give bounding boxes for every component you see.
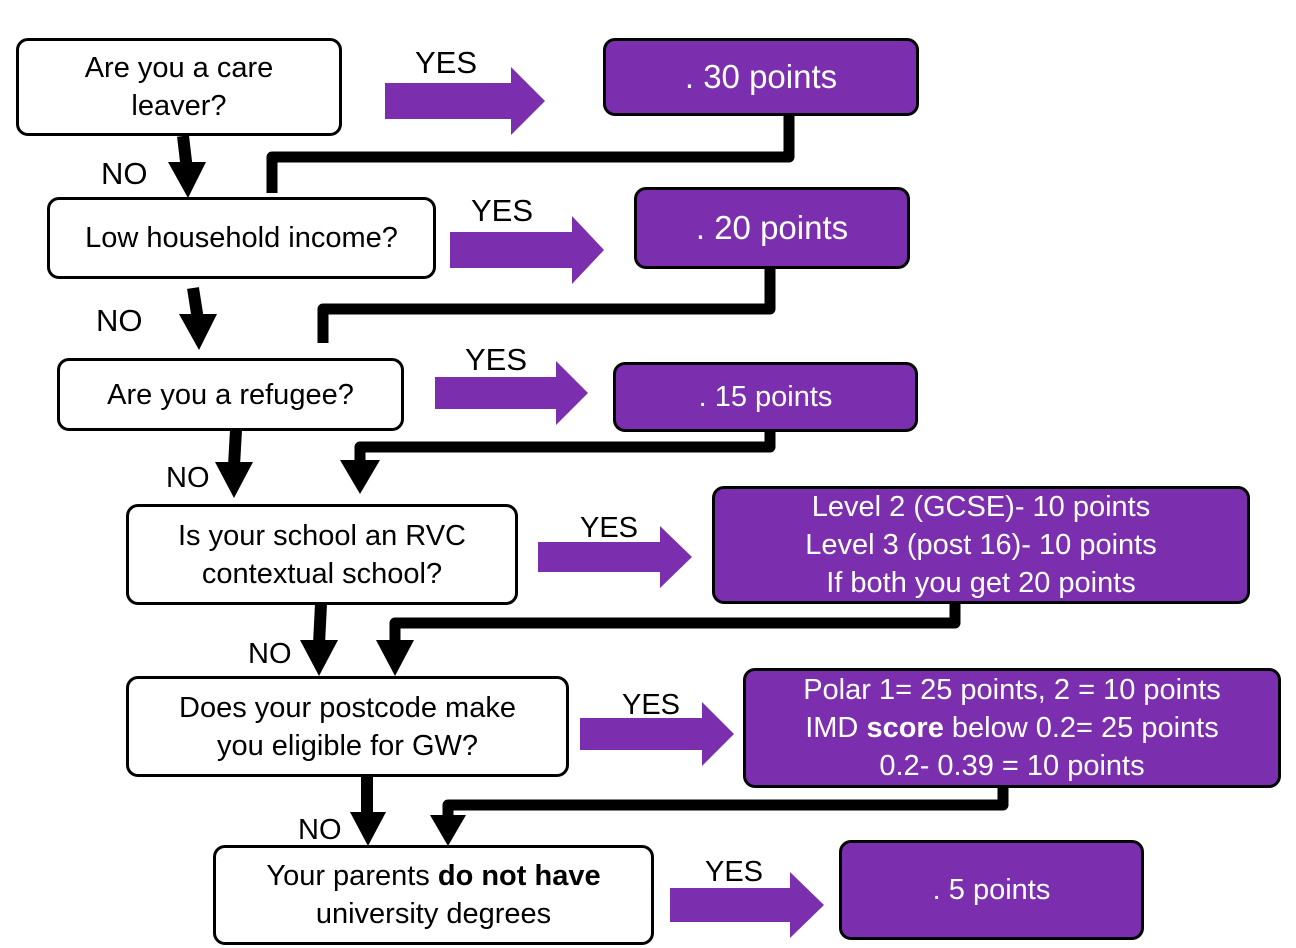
question-text: Are you a refugee? — [107, 378, 354, 411]
no-arrow-2 — [179, 287, 217, 350]
return-arrowhead-3 — [340, 460, 380, 494]
yes-label-3: YES — [465, 342, 528, 377]
question-parents-degrees: Your parents do not have university degr… — [213, 845, 654, 945]
answer-postcode-points: Polar 1= 25 points, 2 = 10 points IMD sc… — [743, 668, 1281, 788]
question-text: Is your school an RVC — [178, 519, 466, 552]
answer-text: Polar 1= 25 points, 2 = 10 points — [803, 674, 1221, 706]
question-postcode: Does your postcode make you eligible for… — [126, 676, 569, 777]
return-line-4 — [389, 604, 961, 645]
yes-label-1: YES — [415, 45, 478, 80]
answer-text: . 15 points — [698, 381, 833, 413]
answer-text: IMD — [805, 712, 859, 744]
question-text: university degrees — [315, 898, 552, 930]
return-arrowhead-4 — [376, 640, 414, 676]
return-line-3 — [354, 432, 776, 466]
yes-arrow-3 — [435, 361, 588, 425]
question-text: you eligible for GW? — [216, 729, 479, 762]
no-arrow-5 — [350, 776, 386, 846]
no-arrow-3 — [215, 429, 253, 498]
no-label-3: NO — [166, 462, 210, 494]
question-text: Low household income? — [85, 222, 398, 254]
answer-30-points: . 30 points — [603, 38, 919, 116]
yes-label-2: YES — [471, 193, 534, 228]
answer-text: Level 2 (GCSE)- 10 points — [811, 491, 1151, 523]
question-care-leaver: Are you a care leaver? — [16, 38, 342, 136]
yes-label-5: YES — [622, 689, 681, 721]
answer-text-bold: score — [866, 712, 944, 744]
answer-text: If both you get 20 points — [826, 567, 1136, 599]
answer-text: below 0.2= 25 points — [951, 712, 1219, 744]
return-line-1 — [266, 116, 795, 193]
yes-arrow-1 — [385, 67, 545, 135]
answer-text: . 30 points — [684, 58, 838, 95]
no-arrow-1 — [168, 135, 206, 198]
answer-text: 0.2- 0.39 = 10 points — [879, 750, 1145, 782]
question-text: leaver? — [131, 90, 227, 122]
question-refugee: Are you a refugee? — [57, 358, 404, 431]
yes-label-6: YES — [705, 856, 764, 888]
answer-20-points: . 20 points — [634, 187, 910, 269]
question-contextual-school: Is your school an RVC contextual school? — [126, 504, 518, 605]
question-household-income: Low household income? — [47, 197, 436, 279]
answer-15-points: . 15 points — [613, 362, 918, 432]
question-text-bold: do not have — [437, 860, 601, 892]
answer-text: . 20 points — [695, 209, 849, 246]
yes-arrow-5 — [580, 702, 734, 766]
no-label-1: NO — [101, 156, 148, 191]
yes-arrow-6 — [670, 872, 824, 938]
question-text: Your parents — [266, 860, 430, 892]
no-arrow-4 — [300, 603, 338, 676]
answer-school-points: Level 2 (GCSE)- 10 points Level 3 (post … — [712, 486, 1250, 604]
question-text: contextual school? — [201, 557, 443, 590]
answer-5-points: . 5 points — [839, 840, 1144, 940]
question-text: Does your postcode make — [179, 691, 516, 724]
no-label-5: NO — [298, 814, 342, 846]
question-text: Are you a care — [84, 52, 274, 84]
answer-text: Level 3 (post 16)- 10 points — [805, 529, 1157, 561]
return-line-2 — [317, 268, 776, 343]
no-label-4: NO — [248, 638, 292, 670]
yes-arrow-4 — [538, 526, 692, 588]
yes-arrow-2 — [450, 216, 604, 284]
yes-label-4: YES — [580, 512, 639, 544]
answer-text: . 5 points — [932, 874, 1051, 906]
return-arrowhead-5 — [430, 815, 466, 846]
return-line-5 — [442, 787, 1009, 820]
no-label-2: NO — [96, 303, 143, 338]
